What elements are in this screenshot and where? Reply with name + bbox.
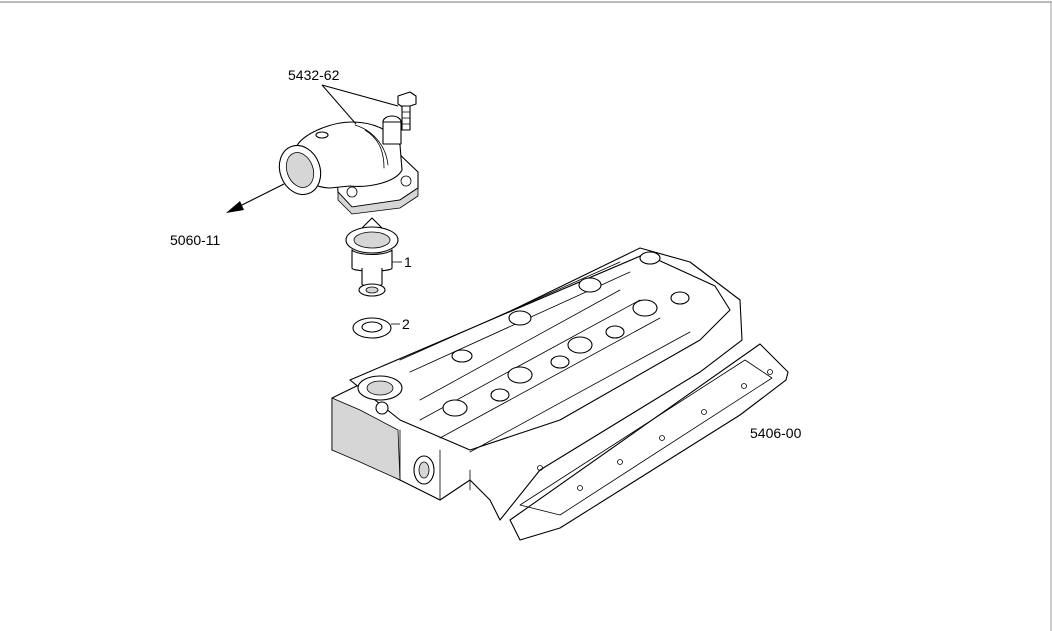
label-outlet-housing-ref: 5432-62	[288, 67, 340, 83]
label-cylinder-head-ref: 5406-00	[750, 425, 802, 441]
label-item-1: 1	[404, 254, 412, 270]
label-hose-ref: 5060-11	[170, 232, 221, 248]
leader-5432-62-housing	[321, 84, 357, 125]
thermostat	[345, 217, 399, 297]
water-outlet-housing	[278, 115, 419, 215]
leader-5432-62-bolt	[321, 84, 399, 107]
label-item-2: 2	[402, 316, 410, 332]
mounting-bolt	[397, 91, 417, 131]
arrow-to-hose	[226, 183, 285, 213]
cylinder-head	[331, 247, 789, 541]
gasket	[352, 317, 392, 339]
